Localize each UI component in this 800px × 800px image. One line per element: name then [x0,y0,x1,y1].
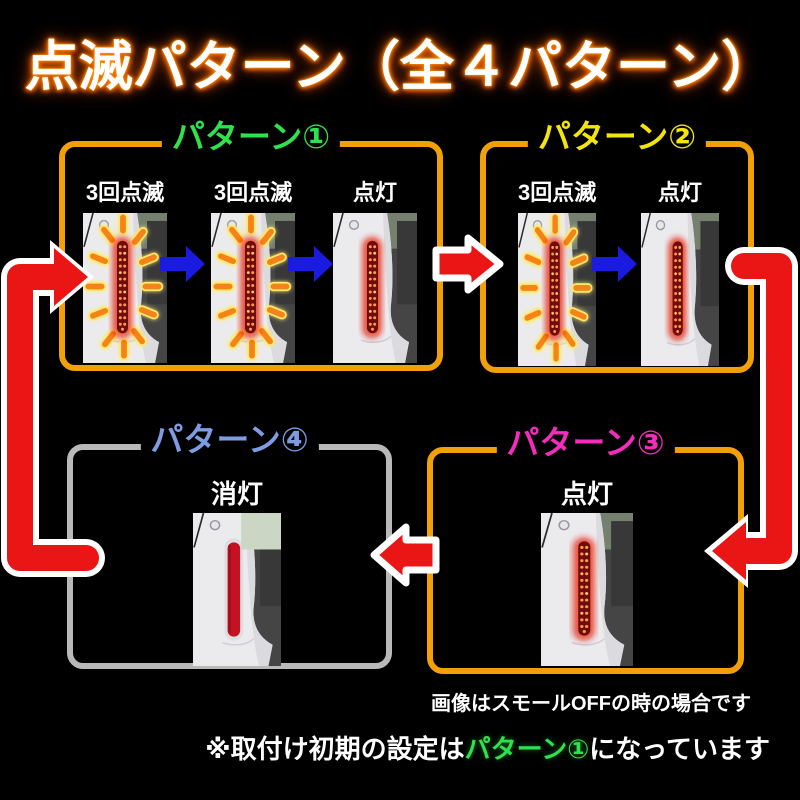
pattern-4-title: パターン④ [140,420,319,460]
pattern-3-box: パターン③ 点灯 [427,423,744,674]
pattern-2-step-2: 点灯 [641,173,719,366]
tail-lamp-photo-lit [541,513,633,666]
tail-lamp-photo-flashing [211,213,295,363]
pattern-3-title: パターン③ [496,423,675,463]
pattern-1-step-3: 点灯 [333,173,417,363]
note-small-off: 画像はスモールOFFの時の場合です [431,693,751,715]
tail-lamp-photo-flashing [518,213,596,366]
pattern-4-step-1: 消灯 [193,476,281,666]
pattern-1-title: パターン① [161,117,341,157]
pattern-2-box: パターン② 3回点滅 点灯 [480,117,754,373]
tail-lamp-photo-off [193,513,281,666]
tail-lamp-photo-lit [333,213,417,363]
pattern-1-step-2: 3回点滅 [211,173,295,363]
note-default-setting: ※取付け初期の設定はパターン①になっています [205,729,770,766]
pattern-1-step-1: 3回点滅 [83,173,167,363]
note-default-prefix: ※取付け初期の設定は [205,734,465,764]
note-default-highlight: パターン① [464,734,590,764]
pattern-4-box: パターン④ 消灯 [67,420,392,669]
note-default-suffix: になっています [589,734,770,764]
pattern-2-step-1: 3回点滅 [518,173,596,366]
page-title: 点滅パターン（全４パターン） [24,37,776,97]
tail-lamp-photo-lit [641,213,719,366]
pattern-3-step-1: 点灯 [541,476,633,666]
tail-lamp-photo-flashing [83,213,167,363]
pattern-2-title: パターン② [527,117,707,157]
pattern-1-box: パターン① 3回点滅 3回点滅 点灯 [59,117,443,371]
